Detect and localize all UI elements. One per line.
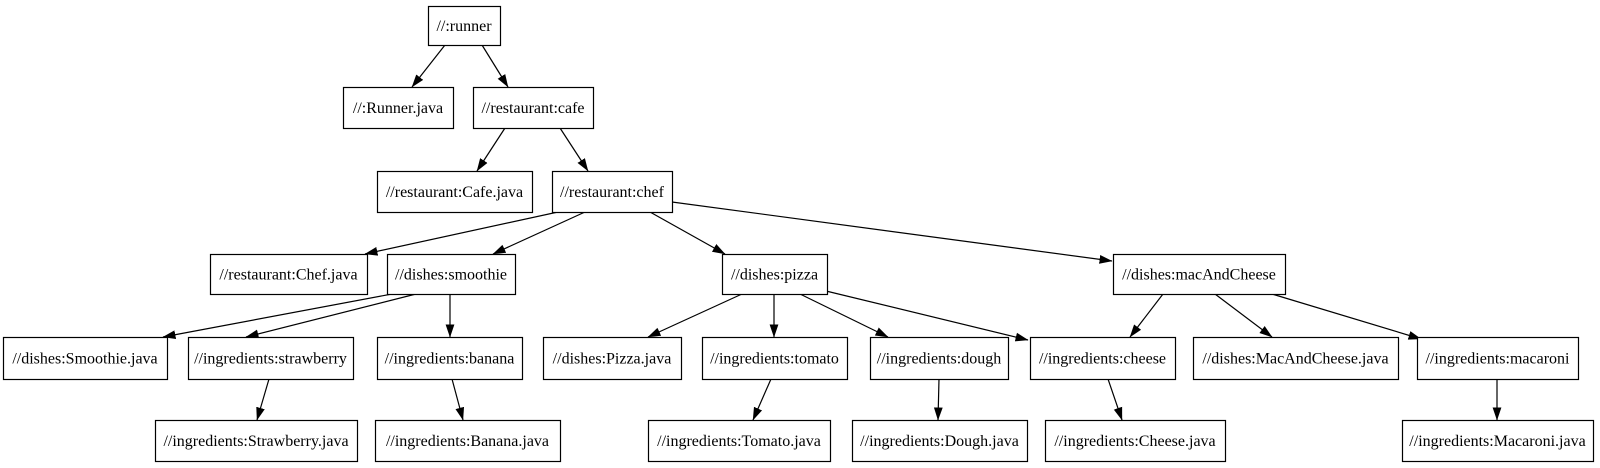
edges-layer <box>162 44 1502 421</box>
node-box <box>1044 419 1227 463</box>
graph-node-strawberry: //ingredients:strawberry <box>187 336 355 381</box>
node-label: //ingredients:tomato <box>710 351 839 368</box>
node-label: //restaurant:cafe <box>481 100 584 117</box>
node-box <box>187 336 355 381</box>
edge-cheese-to-cheese-java <box>1107 378 1123 421</box>
node-box <box>1416 336 1580 381</box>
node-box <box>1192 336 1400 381</box>
node-label: //restaurant:Chef.java <box>219 267 357 284</box>
edge-pizza-to-dough <box>799 293 889 338</box>
edge-cafe-to-chef <box>559 127 589 172</box>
node-label: //ingredients:dough <box>877 351 1001 368</box>
node-box <box>542 336 683 381</box>
node-box <box>2 336 169 381</box>
node-label: //ingredients:Tomato.java <box>657 433 821 450</box>
node-box <box>647 419 832 463</box>
node-box <box>851 419 1029 463</box>
edge-smoothie-to-strawberry <box>245 293 417 339</box>
node-box <box>376 170 534 214</box>
node-box <box>376 336 524 381</box>
graph-node-smoothie: //dishes:smoothie <box>386 253 517 296</box>
graph-node-cafe-java: //restaurant:Cafe.java <box>376 170 534 214</box>
graph-node-tomato-java: //ingredients:Tomato.java <box>647 419 832 463</box>
graph-node-runner: //:runner <box>427 5 502 47</box>
node-box <box>721 253 829 296</box>
node-label: //restaurant:chef <box>560 184 665 201</box>
node-box <box>342 86 455 130</box>
graph-node-dough-java: //ingredients:Dough.java <box>851 419 1029 463</box>
graph-node-dough: //ingredients:dough <box>869 336 1010 381</box>
node-label: //ingredients:banana <box>385 351 515 368</box>
graph-node-cafe: //restaurant:cafe <box>472 86 595 130</box>
graph-node-strawberry-java: //ingredients:Strawberry.java <box>154 419 359 463</box>
edge-cafe-to-cafe-java <box>476 127 506 172</box>
node-box <box>1029 336 1177 381</box>
node-box <box>701 336 849 381</box>
node-box <box>374 419 562 463</box>
node-label: //ingredients:Strawberry.java <box>163 433 348 450</box>
node-label: //dishes:Pizza.java <box>553 351 672 368</box>
graph-node-smoothie-java: //dishes:Smoothie.java <box>2 336 169 381</box>
node-label: //ingredients:strawberry <box>194 351 347 368</box>
edge-dough-to-dough-java <box>933 378 943 421</box>
graph-node-pizza: //dishes:pizza <box>721 253 829 296</box>
node-label: //dishes:pizza <box>731 267 818 284</box>
node-label: //:runner <box>436 18 492 35</box>
edge-chef-to-chef-java <box>364 211 559 256</box>
node-box <box>209 253 369 296</box>
node-label: //ingredients:Macaroni.java <box>1409 433 1585 450</box>
graph-node-macaroni: //ingredients:macaroni <box>1416 336 1580 381</box>
edge-macandcheese-to-cheese <box>1129 293 1164 338</box>
graph-node-macandcheese-java: //dishes:MacAndCheese.java <box>1192 336 1400 381</box>
graph-node-pizza-java: //dishes:Pizza.java <box>542 336 683 381</box>
node-label: //dishes:MacAndCheese.java <box>1202 351 1388 368</box>
graph-node-banana-java: //ingredients:Banana.java <box>374 419 562 463</box>
edge-runner-to-runner-java <box>411 44 446 88</box>
node-label: //dishes:Smoothie.java <box>12 351 157 368</box>
node-box <box>154 419 359 463</box>
edge-pizza-to-pizza-java <box>647 293 743 338</box>
node-box <box>1401 419 1595 463</box>
nodes-layer: //:runner //:Runner.java //restaurant:cafe… <box>2 5 1595 463</box>
node-label: //ingredients:Banana.java <box>386 433 549 450</box>
node-box <box>1112 253 1287 296</box>
edge-macandcheese-to-macandcheese-java <box>1214 293 1273 338</box>
node-label: //ingredients:Dough.java <box>860 433 1019 450</box>
edge-macandcheese-to-macaroni <box>1271 293 1422 340</box>
node-label: //ingredients:macaroni <box>1426 351 1571 368</box>
edge-runner-to-cafe <box>481 44 509 88</box>
node-label: //ingredients:cheese <box>1039 351 1166 368</box>
edge-pizza-to-cheese <box>825 290 1029 342</box>
edge-chef-to-pizza <box>649 211 726 255</box>
edge-tomato-to-tomato-java <box>752 378 772 421</box>
graph-node-macaroni-java: //ingredients:Macaroni.java <box>1401 419 1595 463</box>
node-label: //:Runner.java <box>353 100 443 117</box>
node-label: //ingredients:Cheese.java <box>1054 433 1215 450</box>
node-label: //dishes:smoothie <box>395 267 507 284</box>
node-label: //dishes:macAndCheese <box>1122 267 1276 284</box>
node-box <box>869 336 1010 381</box>
edge-banana-to-banana-java <box>451 378 465 421</box>
graph-node-cheese-java: //ingredients:Cheese.java <box>1044 419 1227 463</box>
graph-node-banana: //ingredients:banana <box>376 336 524 381</box>
graph-node-chef-java: //restaurant:Chef.java <box>209 253 369 296</box>
graph-node-chef: //restaurant:chef <box>551 170 674 214</box>
node-label: //restaurant:Cafe.java <box>386 184 523 201</box>
graph-node-runner-java: //:Runner.java <box>342 86 455 130</box>
edge-strawberry-to-strawberry-java <box>256 378 270 421</box>
edge-chef-to-macandcheese <box>671 201 1113 264</box>
edge-chef-to-smoothie <box>492 211 586 255</box>
graph-node-cheese: //ingredients:cheese <box>1029 336 1177 381</box>
edge-smoothie-to-smoothie-java <box>162 293 393 340</box>
node-box <box>386 253 517 296</box>
node-box <box>427 5 502 47</box>
graph-node-tomato: //ingredients:tomato <box>701 336 849 381</box>
node-box <box>472 86 595 130</box>
graph-node-macandcheese: //dishes:macAndCheese <box>1112 253 1287 296</box>
node-box <box>551 170 674 214</box>
